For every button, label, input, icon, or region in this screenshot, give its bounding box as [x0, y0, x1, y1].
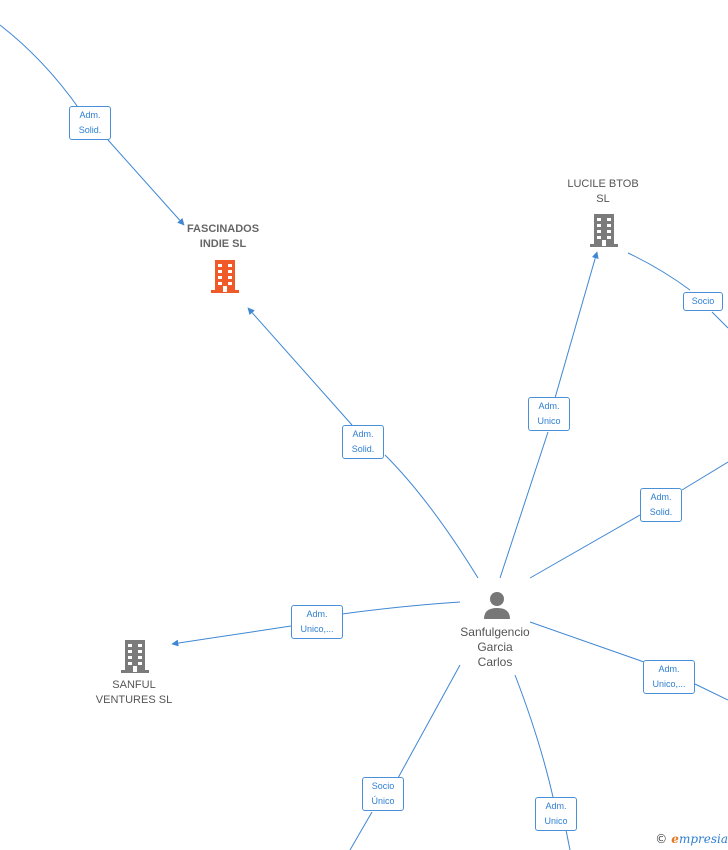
edge-label-line: Solid.: [78, 125, 102, 135]
edge-person-lucile: [499, 431, 549, 579]
building-icon: [590, 214, 618, 247]
edge-top-left-arrow: [107, 139, 185, 226]
edge-label-fascinados-person: Adm. Solid.: [342, 425, 384, 459]
building-icon: [121, 640, 149, 673]
edge-label-sanful-person: Adm. Unico,...: [291, 605, 343, 639]
brand-initial: e: [671, 832, 679, 846]
edge-label-line: Adm.: [650, 492, 672, 502]
edge-label-line: Adm.: [352, 429, 374, 439]
brand-name: mpresia: [678, 832, 728, 846]
edge-top-left: [0, 24, 81, 111]
edge-right-lower-b: [694, 683, 728, 701]
edge-label-line: Único: [371, 796, 395, 806]
edge-label-right-lower: Adm. Unico,...: [643, 660, 695, 694]
edge-label-line: Unico: [544, 816, 568, 826]
company-name-line: LUCILE BTOB: [567, 178, 639, 190]
edge-label-line: Adm.: [658, 664, 680, 674]
edge-label-line: Adm.: [538, 401, 560, 411]
edge-person-right-lower: [529, 621, 645, 663]
edge-label-line: Unico,...: [300, 624, 334, 634]
edge-label-line: Socio: [371, 781, 395, 791]
edge-person-bottom-left: [397, 664, 461, 779]
company-name-line: INDIE SL: [199, 238, 247, 250]
company-name-line: SL: [596, 193, 610, 205]
company-name-line: VENTURES SL: [95, 694, 173, 706]
copyright-symbol: ©: [655, 832, 668, 846]
edge-label-line: Socio: [691, 296, 715, 306]
person-name-line: Garcia: [477, 640, 513, 654]
company-name-line: SANFUL: [112, 679, 156, 691]
edge-label-line: Unico,...: [652, 679, 686, 689]
edge-person-sanful: [341, 601, 461, 615]
person-name-line: Carlos: [477, 655, 513, 669]
edge-person-fascinados: [384, 454, 479, 579]
edge-label-right-upper: Adm. Solid.: [640, 488, 682, 522]
company-lucile-label[interactable]: LUCILE BTOB SL: [553, 177, 653, 207]
person-icon: [484, 592, 510, 619]
person-name-line: Sanfulgencio: [460, 625, 530, 639]
brand-logo: ©empresia: [655, 832, 728, 846]
edge-label-line: Adm.: [545, 801, 567, 811]
company-fascinados-label[interactable]: FASCINADOS INDIE SL: [173, 222, 273, 252]
edge-person-right-upper: [529, 514, 641, 579]
edge-label-line: Solid.: [649, 507, 673, 517]
edge-person-bottom-right: [514, 674, 554, 798]
company-sanful-label[interactable]: SANFUL VENTURES SL: [84, 678, 184, 708]
edge-label-line: Unico: [537, 416, 561, 426]
edge-label-line: Adm.: [306, 609, 328, 619]
edge-bottom-left-b: [349, 811, 373, 850]
edge-label-lucile-right: Socio: [683, 292, 723, 311]
edge-right-upper-b: [681, 461, 728, 491]
edge-person-sanful-arrow: [171, 625, 292, 647]
company-name-line: FASCINADOS: [186, 223, 260, 235]
building-icon: [211, 260, 239, 293]
edge-label-bottom-left: Socio Único: [362, 777, 404, 811]
edge-lucile-right-b: [711, 311, 728, 329]
edge-label-line: Solid.: [351, 444, 375, 454]
edge-person-lucile-arrow: [554, 251, 599, 399]
edge-bottom-right-b: [565, 829, 571, 850]
edge-label-line: Adm.: [79, 110, 101, 120]
person-label[interactable]: Sanfulgencio Garcia Carlos: [445, 625, 545, 670]
edge-label-lucile-person: Adm. Unico: [528, 397, 570, 431]
edge-lucile-right: [627, 252, 691, 291]
edge-label-top-left: Adm. Solid.: [69, 106, 111, 140]
edge-person-fascinados-arrow: [247, 307, 353, 426]
edge-label-bottom-right: Adm. Unico: [535, 797, 577, 831]
